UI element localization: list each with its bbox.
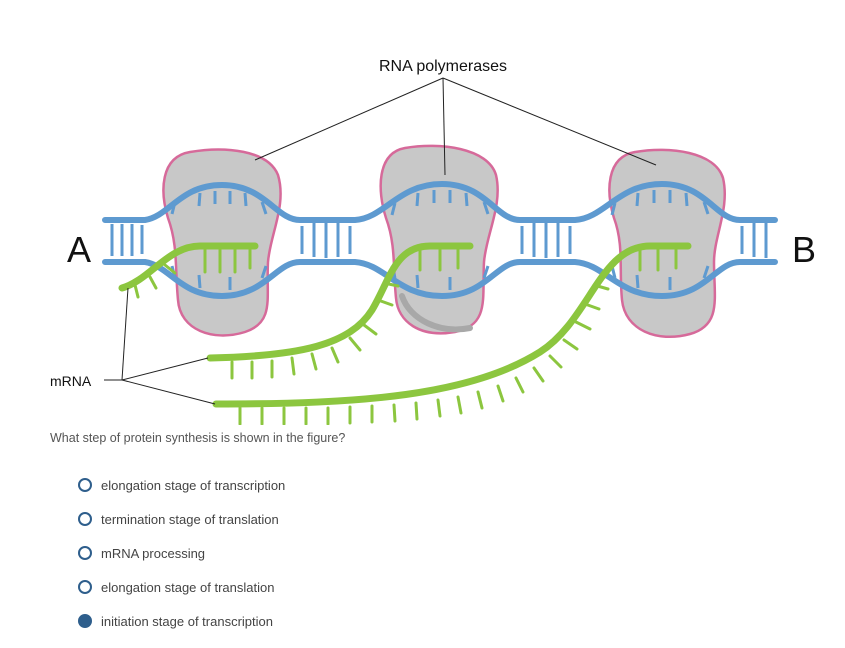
rna-polymerase-1 [162, 148, 282, 337]
transcription-figure: RNA polymerases mRNA A B [50, 58, 816, 426]
answer-option-4[interactable]: elongation stage of translation [78, 570, 285, 604]
answer-option-5[interactable]: initiation stage of transcription [78, 604, 285, 638]
radio-button[interactable] [78, 614, 92, 628]
end-a-label: A [67, 229, 91, 270]
answer-option-label: elongation stage of transcription [101, 477, 286, 493]
radio-button[interactable] [78, 512, 92, 526]
answer-option-label: elongation stage of translation [101, 579, 275, 595]
radio-button[interactable] [78, 580, 92, 594]
answer-option-1[interactable]: elongation stage of transcription [78, 468, 285, 502]
answer-option-3[interactable]: mRNA processing [78, 536, 285, 570]
radio-button[interactable] [78, 478, 92, 492]
mrna-label: mRNA [50, 373, 92, 389]
answer-option-label: initiation stage of transcription [101, 613, 273, 629]
answer-option-label: mRNA processing [101, 545, 206, 561]
answer-option-label: termination stage of translation [101, 511, 279, 527]
end-b-label: B [792, 229, 816, 270]
mrna-strands [118, 242, 692, 426]
question-text: What step of protein synthesis is shown … [50, 431, 346, 445]
figure-svg: RNA polymerases mRNA A B [50, 58, 816, 426]
rna-polymerase-2 [379, 144, 499, 335]
answer-option-2[interactable]: termination stage of translation [78, 502, 285, 536]
dna-strands [102, 180, 778, 300]
rna-polymerases-label: RNA polymerases [379, 58, 507, 75]
label-pointers [104, 77, 657, 405]
answer-options: elongation stage of transcription termin… [78, 468, 285, 638]
radio-button[interactable] [78, 546, 92, 560]
